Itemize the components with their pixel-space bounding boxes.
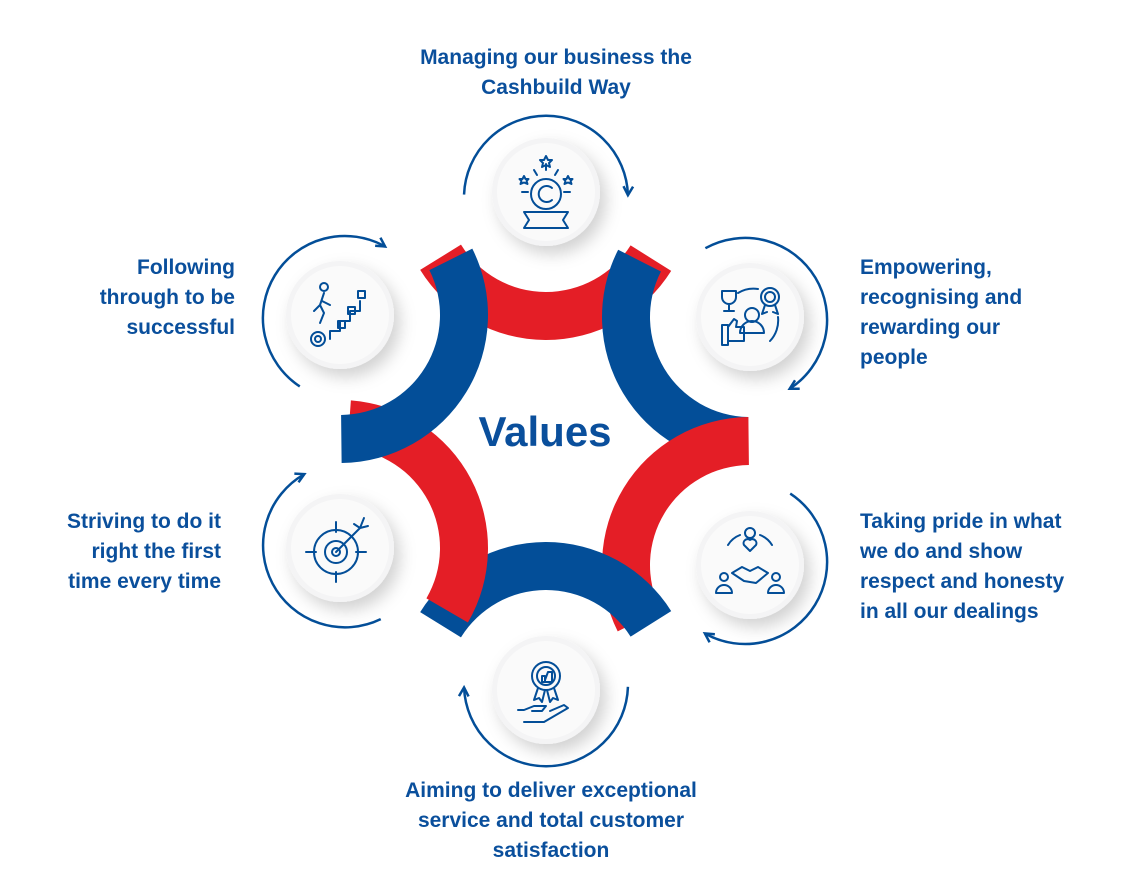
node-inner (291, 266, 389, 364)
cycle-arrow-arc (261, 234, 386, 388)
trophy-recognition-icon (721, 287, 780, 346)
label-line: time every time (68, 570, 221, 593)
value-node (286, 494, 394, 602)
node-inner (497, 143, 595, 241)
value-node (696, 263, 804, 371)
arrowhead-icon (294, 472, 307, 484)
cycle-arrow-arc (462, 114, 630, 196)
diagram-title: Values (478, 408, 612, 455)
arrowhead-icon (375, 237, 388, 248)
arrowhead-icon (702, 632, 715, 643)
label-line: Aiming to deliver exceptional (405, 779, 697, 802)
label-line: Following (137, 256, 235, 279)
cycle-arrow-arc (462, 686, 630, 768)
band-blue (341, 248, 488, 463)
label-striving: Striving to do it right the first time e… (0, 507, 221, 597)
label-line: Striving to do it (67, 510, 221, 533)
label-line: satisfaction (492, 839, 610, 862)
value-node (492, 636, 600, 744)
label-line: rewarding our (860, 316, 1001, 339)
label-empowering: Empowering, recognising and rewarding ou… (860, 253, 1022, 373)
stairs-climb-icon (310, 282, 366, 347)
cycle-arrow-arc (261, 473, 382, 629)
label-line: people (860, 346, 928, 369)
label-line: Taking pride in what (860, 510, 1062, 533)
label-line: in all our dealings (860, 600, 1039, 623)
hand-rosette-icon (517, 661, 569, 723)
arrowhead-icon (457, 684, 470, 697)
label-line: right the first (91, 540, 222, 563)
label-line: through to be (99, 286, 235, 309)
label-line: respect and honesty (860, 570, 1065, 593)
label-managing: Managing our business the Cashbuild Way (356, 43, 756, 103)
target-gear-icon (305, 517, 369, 583)
node-inner (701, 268, 799, 366)
cycle-arrow-arc (704, 492, 829, 646)
band-blue (601, 249, 749, 465)
label-line: Cashbuild Way (481, 76, 631, 99)
value-node (286, 261, 394, 369)
label-line: recognising and (860, 286, 1023, 309)
label-line: we do and show (860, 540, 1023, 563)
label-line: service and total customer (417, 809, 685, 832)
label-line: Empowering, (860, 256, 992, 279)
value-node (492, 138, 600, 246)
node-inner (701, 516, 799, 614)
label-line: successful (126, 316, 235, 339)
arrowhead-icon (622, 185, 635, 198)
label-aiming: Aiming to deliver exceptional service an… (351, 776, 751, 866)
label-following: Following through to be successful (0, 253, 235, 343)
arrowhead-icon (787, 379, 800, 391)
label-taking-pride: Taking pride in what we do and show resp… (860, 507, 1064, 627)
cycle-arrow-arc (704, 236, 829, 390)
value-node (696, 511, 804, 619)
label-line: Managing our business the (420, 46, 692, 69)
handshake-heart-icon (715, 527, 785, 594)
award-badge-icon (518, 155, 574, 229)
